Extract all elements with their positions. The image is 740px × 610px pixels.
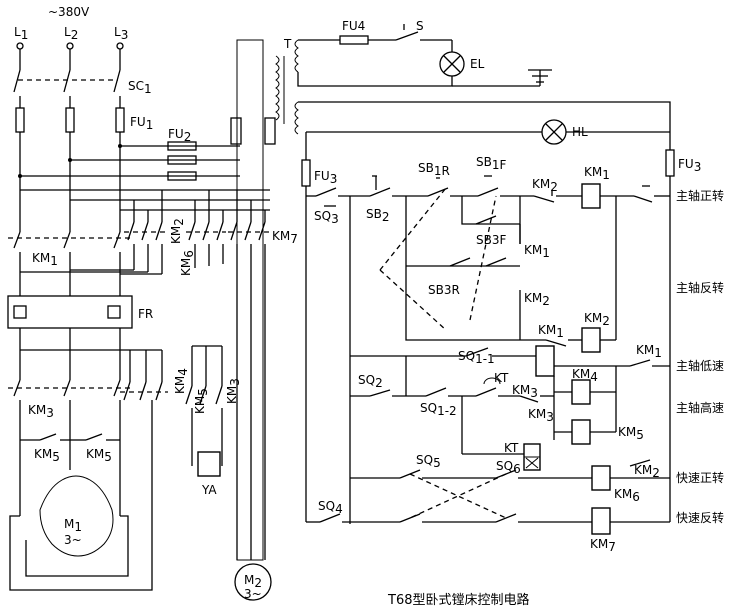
- label-km6-coil: KM6: [614, 487, 640, 504]
- lamp-circuit: FU4 S EL HL: [294, 19, 671, 160]
- label-km2-nc: KM2: [532, 177, 558, 194]
- label-km4-power: KM4: [173, 368, 190, 394]
- function-spindle-high: 主轴高速: [676, 400, 724, 415]
- label-el: EL: [470, 57, 485, 71]
- label-km2-coil: KM2: [584, 311, 610, 328]
- label-km7-coil: KM7: [590, 537, 616, 554]
- label-sb2: SB2: [366, 207, 390, 224]
- label-fu1: FU1: [130, 115, 153, 132]
- label-km3-b-ctrl: KM3: [528, 407, 554, 424]
- label-fr: FR: [138, 307, 153, 321]
- label-fu3-right: FU3: [678, 157, 701, 174]
- label-sb1r: SB1R: [418, 161, 450, 178]
- function-spindle-reverse: 主轴反转: [676, 280, 724, 295]
- label-sb1f: SB1F: [476, 155, 506, 172]
- label-fu4: FU4: [342, 19, 365, 33]
- label-km1-coil: KM1: [584, 165, 610, 182]
- label-sq3: SQ3: [314, 209, 339, 226]
- label-sq6: SQ6: [496, 459, 521, 476]
- label-km5-b: KM5: [86, 447, 112, 464]
- label-sq2: SQ2: [358, 373, 383, 390]
- label-sq1-1: SQ1-1: [458, 349, 495, 366]
- label-kt-coil: KT: [504, 441, 519, 455]
- function-spindle-low: 主轴低速: [676, 358, 724, 373]
- label-km1-power: KM1: [32, 251, 58, 268]
- label-t: T: [283, 37, 292, 51]
- function-spindle-forward: 主轴正转: [676, 188, 724, 203]
- label-km1-hold: KM1: [524, 243, 550, 260]
- label-m2-type: 3~: [244, 587, 262, 601]
- motor-m1: M1 3~: [39, 475, 114, 557]
- label-km2-nc2: KM2: [634, 463, 660, 480]
- label-sb3f: SB3F: [476, 233, 506, 247]
- motor-m2: [234, 563, 272, 601]
- label-km4-coil: KM4: [572, 367, 598, 384]
- label-km5-a: KM5: [34, 447, 60, 464]
- label-km6-power: KM6: [179, 250, 196, 276]
- label-km1-nc2: KM1: [636, 343, 662, 360]
- diagram-title: T68型卧式镗床控制电路: [388, 593, 530, 608]
- label-sq1-2: SQ1-2: [420, 401, 457, 418]
- function-fast-reverse: 快速反转: [676, 510, 724, 525]
- label-km5-coil: KM5: [618, 425, 644, 442]
- power-circuit: ~380V L1 L2 L3 SC1 FU1 FU2: [7, 5, 298, 601]
- label-sc1: SC1: [128, 79, 152, 96]
- label-m2: M2: [244, 573, 262, 590]
- label-sq5: SQ5: [416, 453, 441, 470]
- terminal-l3: [116, 42, 124, 50]
- label-km5-c: KM5: [193, 388, 210, 414]
- label-sq4: SQ4: [318, 499, 343, 516]
- label-km7-power: KM7: [272, 229, 298, 246]
- label-km2-power: KM2: [169, 218, 186, 244]
- terminal-l1: [16, 42, 24, 50]
- label-km3-power: KM3: [28, 403, 54, 420]
- supply-voltage: ~380V: [48, 5, 90, 19]
- label-m1-type: 3~: [64, 533, 82, 547]
- label-km1-nc: KM1: [538, 323, 564, 340]
- label-kt: KT: [494, 371, 509, 385]
- label-m1: M1: [64, 517, 82, 534]
- label-km3-b: KM3: [225, 378, 242, 404]
- terminal-l2: [66, 42, 74, 50]
- phase-l2: L2: [64, 25, 78, 42]
- label-s: S: [416, 19, 424, 33]
- control-circuit: FU3 FU3 SQ3 SB2 SB1R SB1F KM2 KM1 主轴: [301, 149, 724, 554]
- label-km2-hold: KM2: [524, 291, 550, 308]
- label-fu3-left: FU3: [314, 169, 337, 186]
- label-km3-a: KM3: [512, 383, 538, 400]
- label-sb3r: SB3R: [428, 283, 460, 297]
- phase-l1: L1: [14, 25, 28, 42]
- function-fast-forward: 快速正转: [676, 470, 724, 485]
- label-ya: YA: [201, 483, 217, 497]
- label-fu2: FU2: [168, 127, 191, 144]
- phase-l3: L3: [114, 25, 128, 42]
